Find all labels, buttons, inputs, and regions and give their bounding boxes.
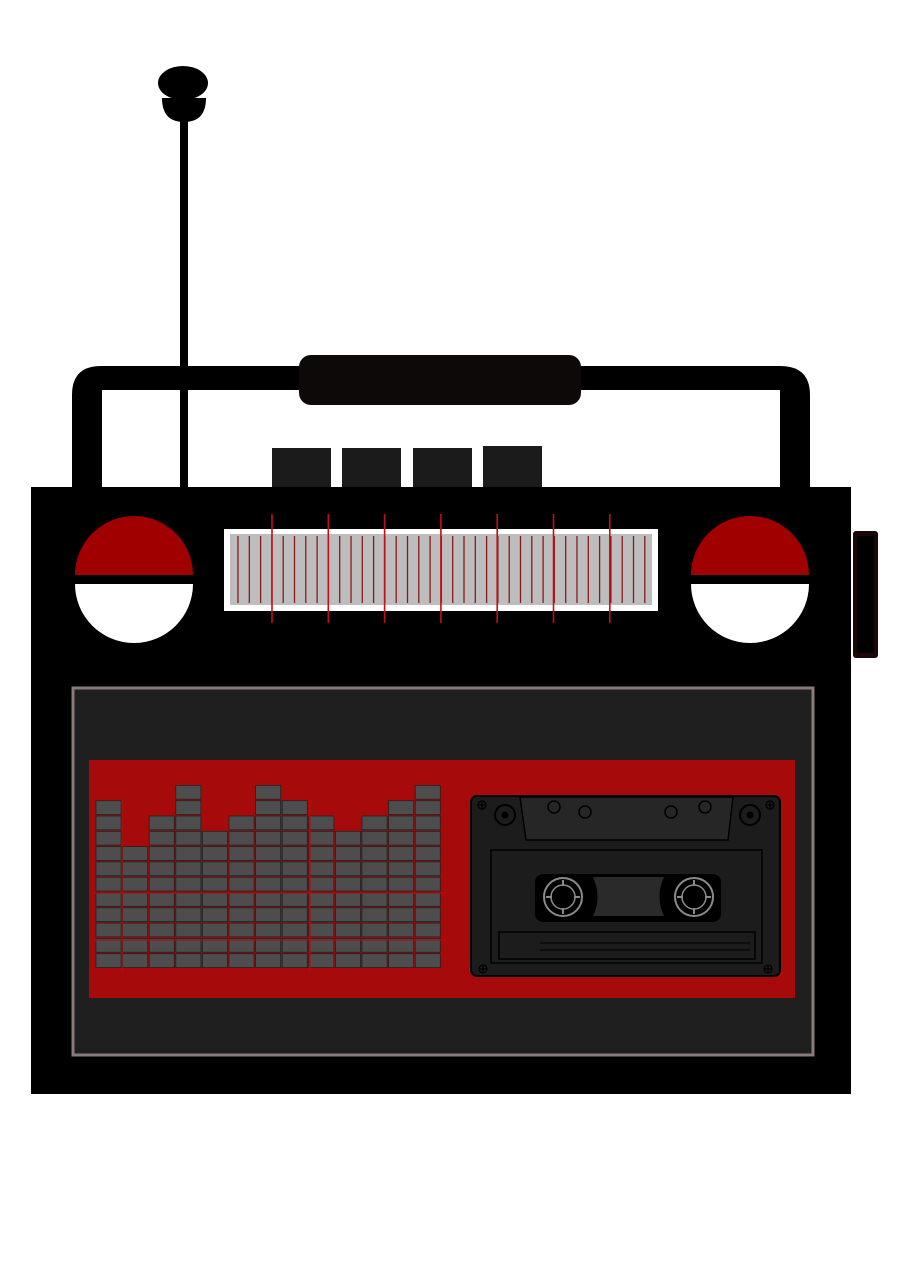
- equalizer-bar: [95, 800, 122, 968]
- cassette-reel-left: [543, 877, 583, 917]
- carry-handle: [72, 355, 810, 492]
- equalizer-bar: [255, 785, 282, 968]
- preset-button: [272, 448, 331, 490]
- preset-button: [342, 448, 401, 490]
- cassette-screw: [494, 804, 516, 826]
- speaker-left: [75, 516, 193, 643]
- equalizer-bar: [308, 815, 335, 968]
- tuning-dial: [224, 514, 658, 623]
- equalizer-bar: [122, 846, 149, 968]
- equalizer-bar: [281, 800, 308, 968]
- antenna: [158, 66, 208, 495]
- dial-markers: [271, 514, 611, 623]
- equalizer-bar: [228, 815, 255, 968]
- equalizer-bar: [361, 815, 388, 968]
- preset-button: [483, 446, 542, 490]
- cassette-label-strip: [498, 931, 756, 960]
- equalizer-bar: [334, 830, 361, 968]
- speaker-right: [691, 516, 809, 643]
- cassette-reel-right: [674, 877, 714, 917]
- preset-buttons: [272, 446, 542, 490]
- equalizer-display: [94, 785, 446, 972]
- equalizer-bar: [201, 830, 228, 968]
- side-knob: [853, 531, 878, 658]
- equalizer-bar: [175, 785, 202, 968]
- cassette-screw: [739, 804, 761, 826]
- equalizer-bar: [388, 800, 415, 968]
- equalizer-bar: [414, 785, 441, 968]
- preset-button: [413, 448, 472, 490]
- cassette-tape: [470, 795, 781, 977]
- equalizer-bar: [148, 815, 175, 968]
